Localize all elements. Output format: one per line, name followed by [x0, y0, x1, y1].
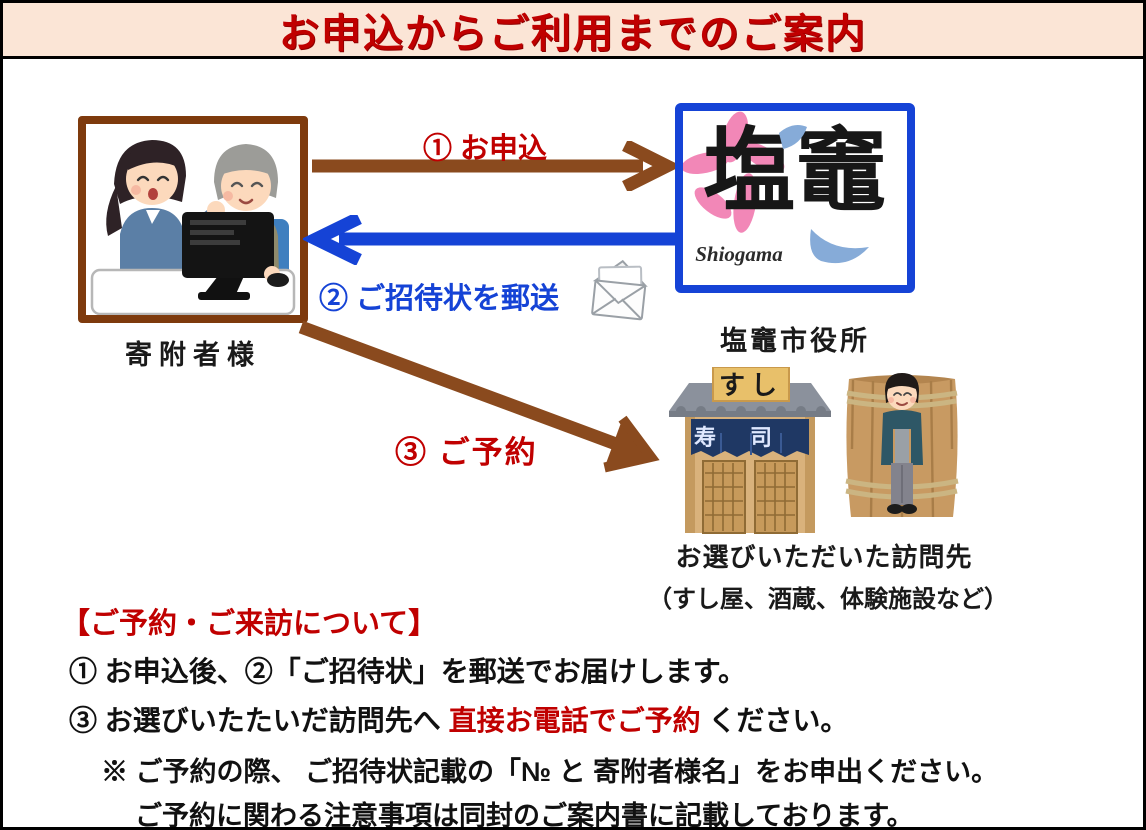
destination-sublabel: （すし屋、酒蔵、体験施設など）: [648, 586, 1008, 613]
sushi-shop-illustration: すし 寿司: [669, 367, 831, 534]
notes-heading: 【ご予約・ご来訪について】: [61, 608, 438, 640]
logo-roman: Shiogama: [695, 242, 783, 266]
shop-post-right: [805, 407, 815, 533]
note-line-2-emphasis: 直接お電話でご予約: [448, 705, 701, 736]
logo-flower: [683, 111, 785, 233]
shopkeeper: [881, 373, 923, 514]
shop-sign-board: [712, 367, 790, 402]
woman-fringe: [127, 142, 181, 170]
man-eye-right: [250, 181, 264, 188]
woman-blush: [131, 185, 141, 195]
envelope-icon: [591, 259, 648, 321]
shop-doors: [702, 460, 798, 534]
note-line-4: ご予約に関わる注意事項は同封のご案内書に記載しております。: [135, 801, 914, 830]
woman-eye-left: [136, 175, 150, 182]
page-title: お申込からご利用までのご案内: [279, 11, 867, 56]
shop-sign-text: すし: [719, 370, 783, 400]
monitor-base: [198, 292, 250, 300]
monitor-line-3: [190, 240, 240, 245]
shop-post-left: [685, 407, 695, 533]
step2-arrow: [303, 215, 677, 265]
man-fringe: [218, 150, 274, 176]
note-line-2: ③ お選びいたたいだ訪問先へ 直接お電話でご予約 ください。: [69, 699, 848, 739]
donor-illustration: [90, 140, 296, 315]
woman-shirt: [146, 210, 160, 224]
destination-label: お選びいただいた訪問先: [675, 542, 973, 572]
note-line-2-pre: ③ お選びいたたいだ訪問先へ: [69, 705, 449, 736]
donor-label: 寄附者様: [125, 340, 261, 370]
mouse: [267, 273, 289, 287]
note-line-1: ① お申込後、②「ご招待状」を郵送でお届けします。: [69, 656, 746, 687]
roof-tiles: [676, 406, 826, 416]
shop-noren-text: 寿司: [694, 425, 806, 450]
logo-blue-accent-2: [779, 125, 807, 149]
woman-mouth: [148, 188, 158, 200]
step1-arrow: [312, 141, 675, 191]
step1-label: ① お申込: [422, 133, 548, 165]
monitor-stand: [204, 276, 244, 294]
man-face: [221, 161, 271, 211]
city-logo-box: 塩竈 Shiogama: [675, 103, 915, 293]
donor-image-box: [78, 116, 308, 323]
man-eye-left: [230, 181, 244, 188]
note-line-3: ※ ご予約の際、 ご招待状記載の「№ と 寄附者様名」をお申出ください。: [101, 757, 999, 787]
barrel-man-illustration: [845, 373, 959, 518]
note-line-2-post: ください。: [700, 705, 849, 736]
notes-section: 【ご予約・ご来訪について】 ① お申込後、②「ご招待状」を郵送でお届けします。 …: [3, 3, 1143, 827]
man-mouth: [238, 198, 254, 205]
logo-blue-accent-1: [810, 229, 869, 264]
step2-label: ② ご招待状を郵送: [319, 283, 560, 315]
woman-ponytail: [106, 186, 122, 236]
shop-roof-edge: [669, 411, 831, 417]
title-banner: お申込からご利用までのご案内: [3, 3, 1143, 59]
step3-label: ③ ご予約: [395, 435, 538, 470]
monitor-line-2: [190, 230, 234, 235]
city-logo: 塩竈 Shiogama: [683, 111, 887, 266]
man-blush: [223, 191, 233, 201]
city-label: 塩竈市役所: [720, 326, 870, 356]
step3-arrow: [298, 320, 660, 473]
monitor-line-1: [190, 220, 246, 225]
woman-eye-right: [156, 175, 170, 182]
